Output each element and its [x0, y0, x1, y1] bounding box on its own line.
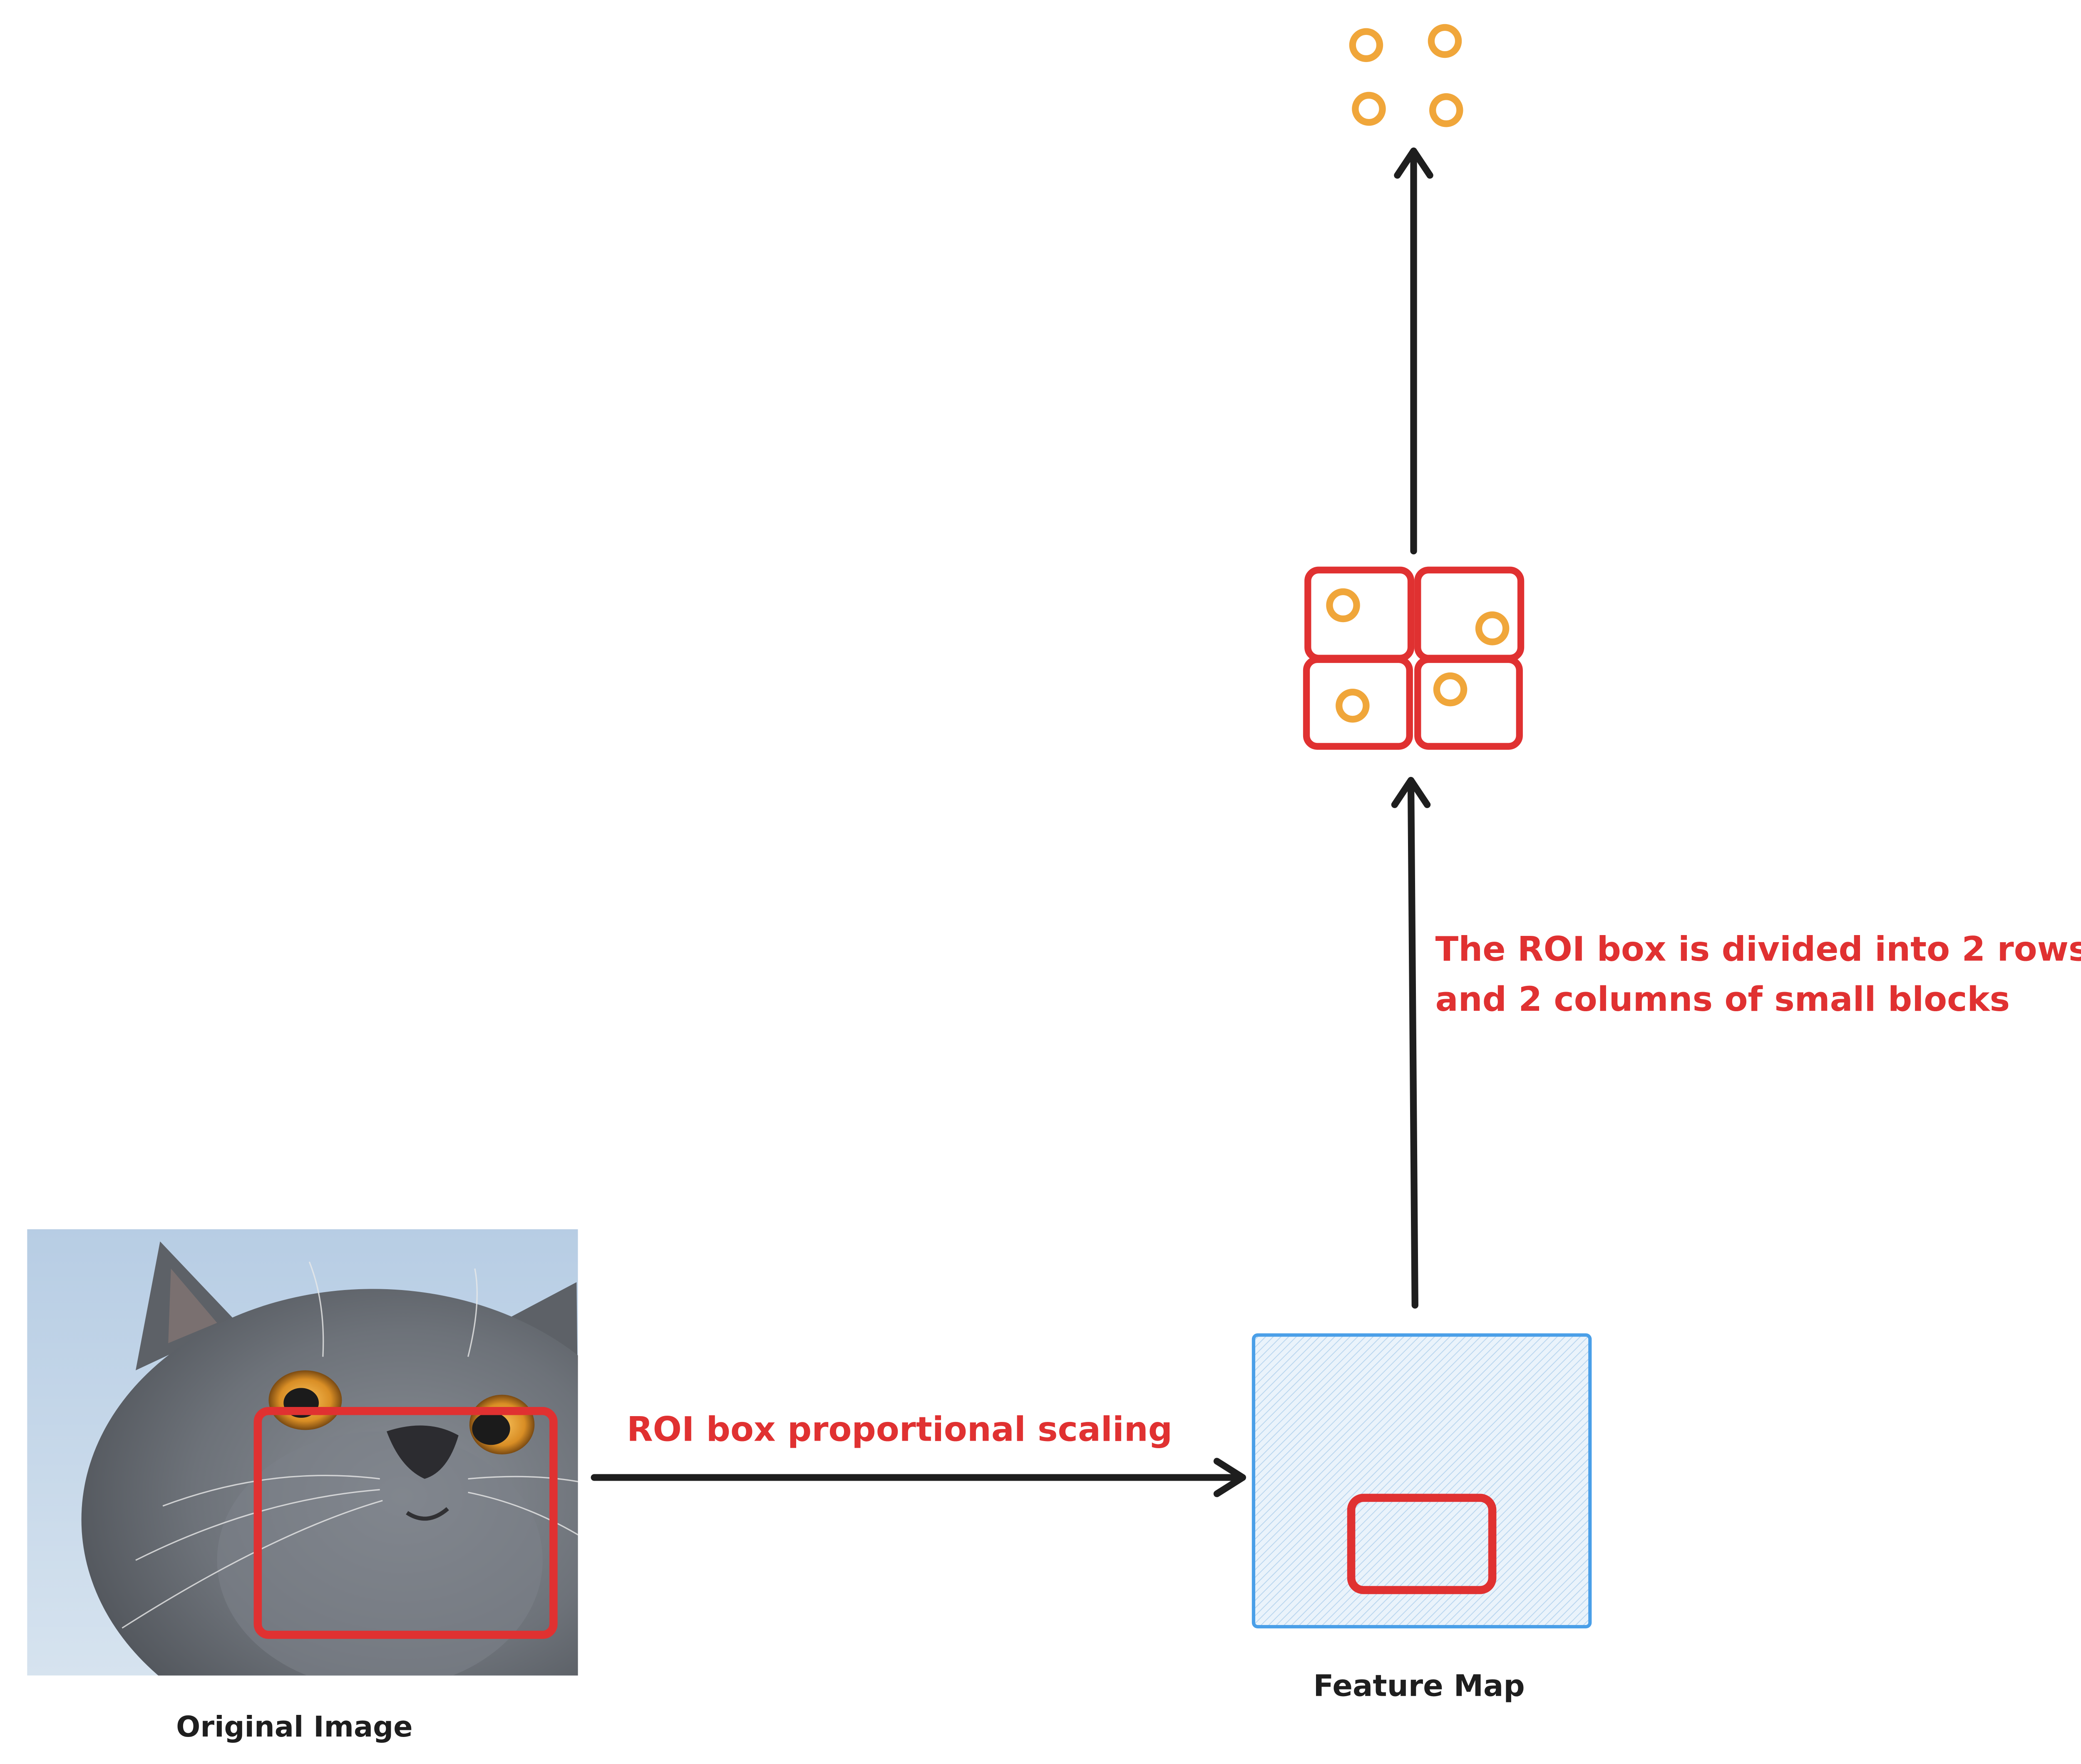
- grid-sample-point: [1336, 689, 1370, 723]
- grid-sample-point: [1475, 611, 1510, 645]
- grid-cell-top-right: [1414, 566, 1525, 662]
- scaling-arrow-label: ROI box proportional scaling: [627, 1409, 1172, 1449]
- original-image-caption: Original Image: [176, 1710, 412, 1744]
- pooled-output-points: [1349, 24, 1463, 127]
- grid-cell-bottom-right: [1414, 656, 1523, 750]
- original-image-photo: [27, 1229, 578, 1676]
- pooled-point: [1349, 28, 1383, 62]
- original-roi-box: [253, 1407, 558, 1639]
- pooled-point: [1352, 92, 1386, 126]
- grid-cell-top-left: [1304, 566, 1415, 662]
- scaling-arrow: [591, 1458, 1246, 1497]
- feature-map-caption: Feature Map: [1313, 1668, 1525, 1703]
- grid-cell-bottom-left: [1303, 656, 1413, 750]
- divide-arrow-label-line2: and 2 columns of small blocks: [1435, 980, 2010, 1019]
- pooled-point: [1428, 24, 1462, 58]
- feature-map: [1252, 1333, 1592, 1629]
- pooled-point: [1429, 93, 1463, 127]
- grid-sample-point: [1433, 672, 1468, 707]
- grid-sample-point: [1326, 588, 1360, 623]
- pooling-grid: [1303, 566, 1525, 750]
- feature-map-roi-box: [1347, 1494, 1497, 1594]
- divide-arrow-label-line1: The ROI box is divided into 2 rows: [1435, 930, 2081, 969]
- divide-arrow: [1391, 777, 1431, 1309]
- cat-nose: [386, 1425, 459, 1479]
- output-arrow: [1394, 147, 1433, 555]
